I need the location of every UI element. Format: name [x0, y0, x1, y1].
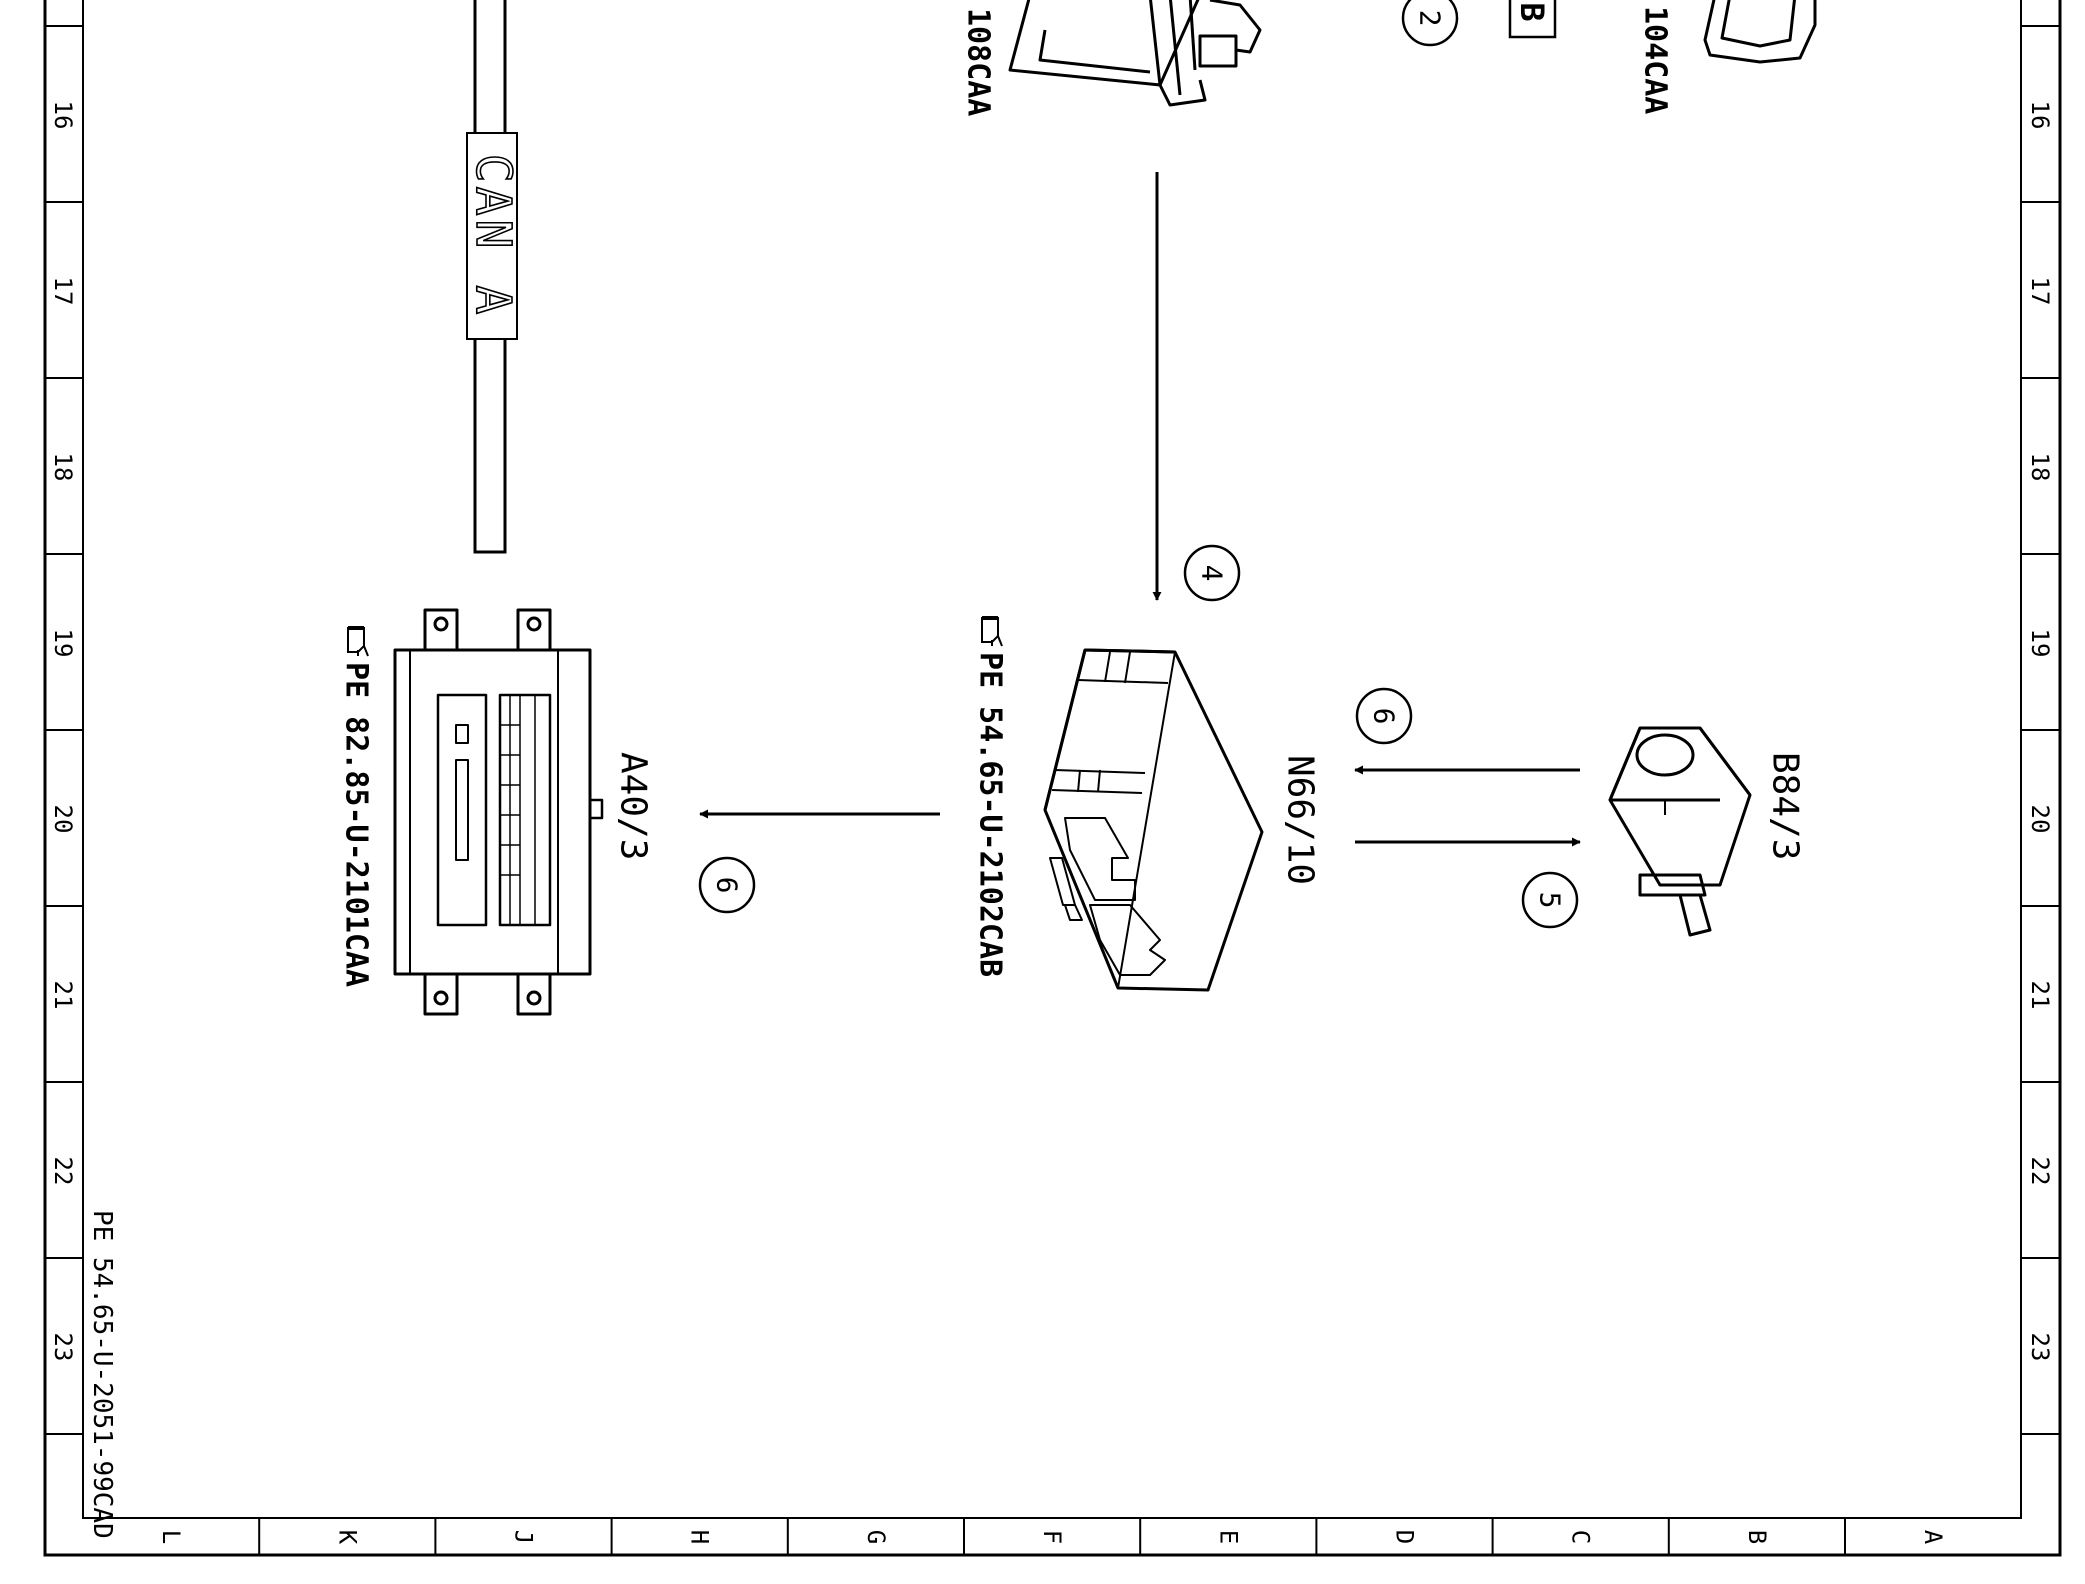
column-letter: K — [333, 1530, 361, 1545]
top-left-ref-fragment: 108CAA — [961, 8, 996, 116]
callout-6-upper: 6 — [1355, 687, 1413, 745]
drawing-frame — [43, 0, 2062, 1557]
row-number-left: 23 — [49, 1333, 77, 1362]
svg-text:B: B — [1513, 2, 1551, 21]
a40-3-label: A40/3 — [613, 752, 654, 860]
row-number-right: 20 — [2026, 805, 2054, 834]
row-number-right: 16 — [2026, 101, 2054, 130]
row-labels-right: 16 17 18 19 20 21 22 23 — [2026, 101, 2054, 1362]
svg-text:2: 2 — [1414, 10, 1447, 27]
top-left-connector-fragment — [1008, 0, 1262, 107]
column-letter: A — [1919, 1530, 1947, 1545]
column-letter: G — [862, 1530, 890, 1544]
n66-10-ref: PE 54.65-U-2102CAB — [973, 652, 1008, 977]
callout-6-left: 6 — [698, 856, 756, 914]
row-number-right: 22 — [2026, 1157, 2054, 1186]
column-letter: L — [157, 1530, 185, 1544]
b84-3-component — [1608, 726, 1752, 937]
callout-4: 4 — [1183, 544, 1241, 602]
column-letter: H — [686, 1530, 714, 1544]
row-number-left: 22 — [49, 1157, 77, 1186]
row-number-right: 21 — [2026, 981, 2054, 1010]
row-number-left: 18 — [49, 453, 77, 482]
top-callout-2: 2 — [1401, 0, 1459, 47]
outer-border — [43, 0, 2062, 1557]
a40-3-hand-icon — [347, 626, 369, 657]
b84-3-label: B84/3 — [1765, 752, 1806, 860]
can-bus-label: CAN A — [465, 154, 521, 319]
n66-10-hand-icon — [981, 616, 1003, 647]
a40-3-component — [393, 608, 604, 1016]
column-ticks — [258, 1518, 1846, 1555]
can-bus-label-box — [466, 132, 518, 340]
a40-3-mounting-tabs — [423, 608, 552, 1016]
column-letter: B — [1743, 1530, 1771, 1544]
svg-text:6: 6 — [1368, 708, 1401, 725]
svg-text:4: 4 — [1196, 565, 1229, 582]
row-number-left: 19 — [49, 629, 77, 658]
svg-text:5: 5 — [1534, 892, 1567, 909]
top-right-component-fragment — [1703, 0, 1817, 64]
row-number-left: 21 — [49, 981, 77, 1010]
row-ticks — [45, 25, 2060, 1435]
column-letter: E — [1214, 1530, 1242, 1544]
n66-10-component — [1043, 648, 1264, 992]
can-a-bus: CAN A — [464, 0, 522, 554]
row-number-right: 17 — [2026, 277, 2054, 306]
a40-3-ref: PE 82.85-U-2101CAA — [339, 662, 374, 987]
inner-border — [82, 0, 2022, 1519]
drawing-id: PE 54.65-U-2051-99CAD — [87, 1210, 117, 1539]
row-number-left: 17 — [49, 277, 77, 306]
column-letter: C — [1567, 1530, 1595, 1544]
callout-5: 5 — [1521, 871, 1579, 929]
signal-arrows — [699, 172, 1581, 847]
row-number-left: 16 — [49, 101, 77, 130]
column-letter: F — [1038, 1530, 1066, 1544]
row-number-right: 23 — [2026, 1333, 2054, 1362]
svg-text:6: 6 — [711, 877, 744, 894]
row-labels-left: 16 17 18 19 20 21 22 23 — [49, 101, 77, 1362]
row-number-left: 20 — [49, 805, 77, 834]
row-number-right: 19 — [2026, 629, 2054, 658]
top-box-b: B — [1508, 0, 1557, 39]
column-letter: D — [1391, 1530, 1419, 1544]
top-right-ref-fragment: 104CAA — [1638, 6, 1673, 114]
column-letter: J — [510, 1530, 538, 1544]
row-number-right: 18 — [2026, 453, 2054, 482]
n66-10-label: N66/10 — [1280, 755, 1321, 885]
